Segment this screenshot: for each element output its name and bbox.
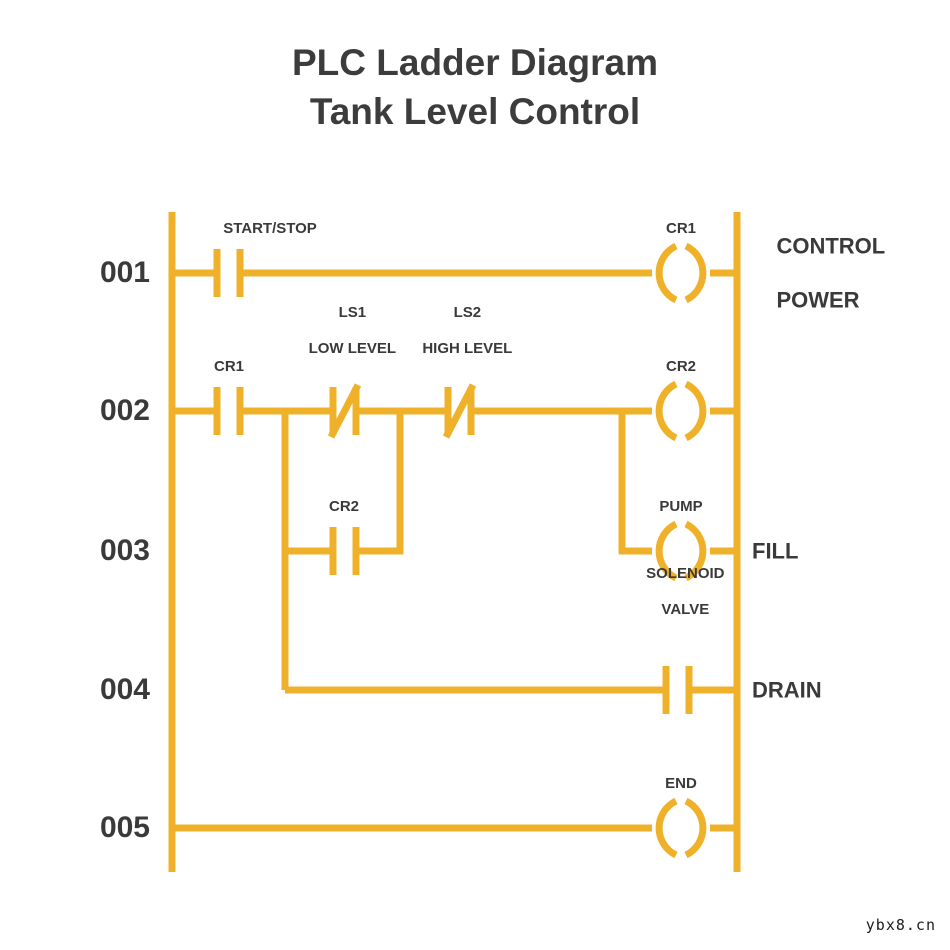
coil-cr1-arc-right[interactable] [684,242,707,304]
coil-label-pump: PUMP [659,498,703,515]
rung-number-001: 001 [99,256,150,289]
rung-number-002: 002 [99,394,150,427]
coil-cr2-arc-left[interactable] [655,380,678,442]
contact-label-cr2: CR2 [328,498,360,515]
contact-label-ls1-tag: LS1 [338,304,367,321]
rung-number-005: 005 [99,811,150,844]
contact-label-ls1: LS1 LOW LEVEL [292,286,397,376]
coil-label-cr1: CR1 [665,220,697,237]
coil-pump-arc-left[interactable] [655,520,678,582]
coil-cr1-arc-left[interactable] [655,242,678,304]
page-title: PLC Ladder Diagram Tank Level Control [0,38,950,136]
contact-ls2-slash[interactable] [442,383,477,439]
annotation-line-control: CONTROL [776,233,886,259]
title-line-2: Tank Level Control [309,91,641,132]
contact-label-start-stop: START/STOP [223,220,317,237]
contact-label-ls2: LS2 HIGH LEVEL [406,286,513,376]
coil-label-end: END [665,775,697,792]
rung-number-003: 003 [99,534,150,567]
contact-label-ls2-desc: HIGH LEVEL [422,340,513,357]
coil-end-arc-left[interactable] [655,797,678,859]
annotation-line-power: POWER [776,287,860,313]
contact-label-valve: VALVE [661,601,710,618]
contact-label-solenoid: SOLENOID [646,565,725,582]
rung-annotation-control-power: CONTROL POWER [752,206,885,341]
contact-label-ls1-desc: LOW LEVEL [308,340,397,357]
contact-label-solenoid-valve: SOLENOID VALVE [629,547,724,637]
contact-ls1-slash[interactable] [327,383,362,439]
coil-cr2-arc-right[interactable] [684,380,707,442]
coil-label-cr2: CR2 [665,358,697,375]
title-line-1: PLC Ladder Diagram [292,42,658,83]
coil-pump-arc-right[interactable] [684,520,707,582]
coil-end-arc-right[interactable] [684,797,707,859]
watermark: ybx8.cn [865,916,936,934]
rung-annotation-fill: FILL [752,538,799,564]
rung-annotation-drain: DRAIN [752,677,822,703]
rung-number-004: 004 [99,673,150,706]
contact-label-cr1: CR1 [213,358,245,375]
contact-label-ls2-tag: LS2 [453,304,482,321]
